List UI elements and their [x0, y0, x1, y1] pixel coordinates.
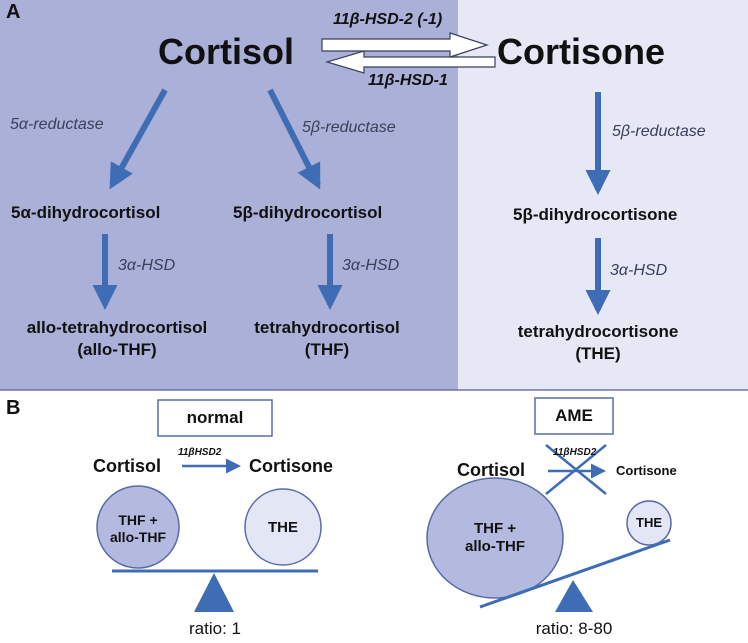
- ame-ratio-label: ratio: 8-80: [535, 619, 613, 638]
- normal-cortisone-label: Cortisone: [249, 456, 334, 476]
- ame-box-label: AME: [555, 406, 593, 425]
- ame-box: [534, 397, 614, 435]
- enzyme-back-label: 11β-HSD-1: [368, 72, 448, 89]
- hsd-label-3: 3α-HSD: [610, 262, 668, 279]
- ame-thf-line1: THF +: [473, 520, 517, 537]
- normal-cortisol-label: Cortisol: [93, 456, 162, 476]
- cortisone-title: Cortisone: [497, 31, 666, 72]
- ame-enzyme-label: 11βHSD2: [553, 447, 597, 458]
- normal-the-circle: [244, 488, 322, 566]
- beta-reductase-left-label: 5β-reductase: [302, 119, 396, 136]
- hsd-label-1: 3α-HSD: [118, 257, 176, 274]
- normal-enzyme-label: 11βHSD2: [178, 447, 222, 458]
- ame-cross-line-2: [545, 444, 607, 495]
- arrow-cortisol-to-5alpha: [109, 88, 168, 190]
- normal-fulcrum: [194, 573, 234, 612]
- normal-box: [157, 399, 273, 437]
- dihydro-beta-label: 5β-dihydrocortisol: [233, 203, 383, 222]
- dihydro-cortisone-label: 5β-dihydrocortisone: [513, 205, 678, 224]
- ame-thf-circle: [426, 477, 564, 599]
- panel-a-label: A: [6, 1, 21, 23]
- ame-cortisol-label: Cortisol: [457, 460, 526, 480]
- normal-box-label: normal: [186, 408, 244, 427]
- arrow-cortisol-to-5beta: [267, 88, 321, 190]
- normal-the-circle-label: THE: [268, 519, 298, 536]
- ame-cortisone-label: Cortisone: [616, 463, 677, 478]
- enzyme-forward-label: 11β-HSD-2 (-1): [333, 11, 443, 28]
- thf-line2: (THF): [304, 340, 350, 359]
- ame-fulcrum: [555, 580, 593, 612]
- normal-thf-circle: [96, 485, 180, 569]
- cortisol-title: Cortisol: [158, 31, 295, 72]
- alpha-reductase-label: 5α-reductase: [10, 116, 104, 133]
- normal-thf-line2: allo-THF: [110, 529, 166, 545]
- the-label: tetrahydrocortisone (THE): [518, 321, 679, 365]
- thf-line1: tetrahydrocortisol: [254, 318, 400, 337]
- allo-thf-label: allo-tetrahydrocortisol (allo-THF): [27, 317, 207, 361]
- the-line1: tetrahydrocortisone: [517, 322, 679, 341]
- back-hollow-arrow: [324, 50, 496, 74]
- thf-label: tetrahydrocortisol (THF): [254, 317, 399, 361]
- normal-thf-circle-label: THF + allo-THF: [110, 512, 166, 546]
- beta-reductase-right-label: 5β-reductase: [612, 123, 706, 140]
- allo-thf-line2: (allo-THF): [77, 340, 157, 359]
- normal-thf-line1: THF +: [118, 512, 158, 528]
- ame-the-circle: [626, 500, 672, 546]
- ame-the-circle-label: THE: [636, 515, 662, 530]
- ame-thf-circle-label: THF + allo-THF: [465, 520, 525, 556]
- ame-balance-beam: [479, 538, 671, 609]
- normal-ratio-label: ratio: 1: [189, 619, 241, 638]
- dihydro-alpha-label: 5α-dihydrocortisol: [11, 203, 161, 222]
- ame-thf-line2: allo-THF: [465, 538, 525, 555]
- allo-thf-line1: allo-tetrahydrocortisol: [26, 318, 208, 337]
- hsd-label-2: 3α-HSD: [342, 257, 400, 274]
- the-line2: (THE): [575, 344, 621, 363]
- panel-b-label: B: [6, 397, 21, 419]
